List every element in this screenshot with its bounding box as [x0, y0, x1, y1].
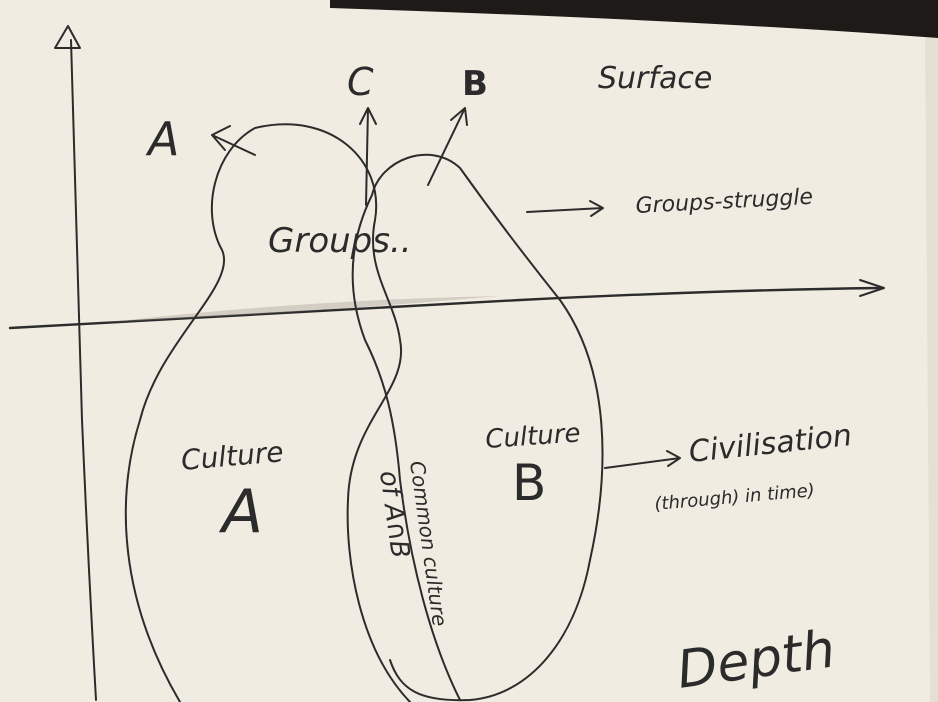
label-group-a: A	[145, 112, 179, 166]
arrow-to-b	[427, 107, 468, 186]
horizontal-axis-arrowhead	[859, 279, 885, 297]
vertical-axis	[70, 39, 97, 701]
arrow-groups-struggle	[526, 200, 604, 217]
label-culture-a-letter: A	[218, 477, 263, 547]
horizontal-axis	[8, 286, 882, 330]
label-culture-b-letter: B	[512, 454, 546, 512]
label-group-c: C	[347, 60, 374, 104]
arrow-to-a	[211, 125, 256, 156]
culture-b-outline	[351, 153, 604, 702]
label-culture-b: Culture	[484, 418, 581, 455]
arrow-civilisation	[604, 450, 681, 469]
vertical-axis-arrowhead	[54, 25, 81, 49]
label-surface: Surface	[598, 61, 712, 96]
label-group-b: B	[462, 64, 488, 104]
paper-edge-right	[925, 38, 938, 702]
smudge	[110, 296, 500, 322]
label-groups: Groups..	[268, 221, 412, 261]
arrow-to-c	[359, 107, 377, 206]
culture-a-outline	[124, 123, 411, 702]
paper-shadow-top	[330, 0, 938, 38]
